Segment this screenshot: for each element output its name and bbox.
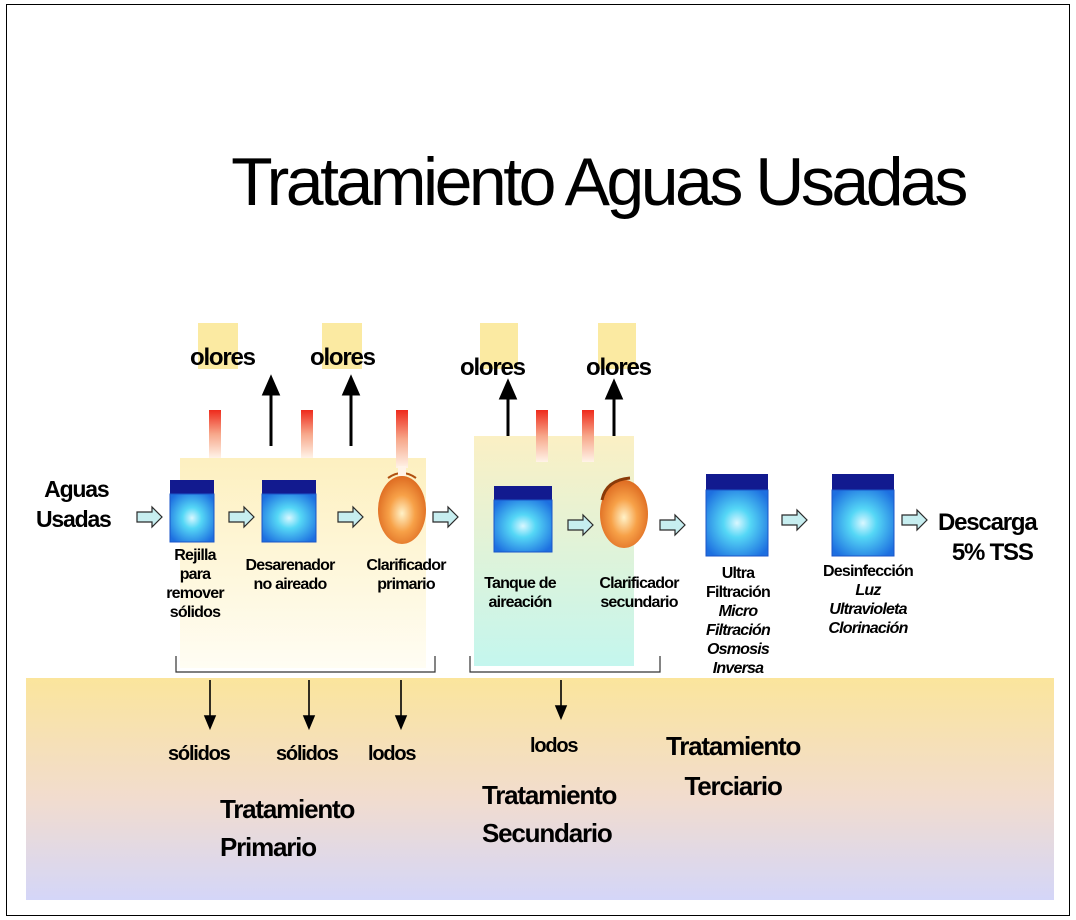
- brackets: [175, 656, 661, 673]
- rejilla-box: [169, 480, 215, 543]
- output-solidos-1: sólidos: [168, 743, 231, 765]
- filtracion-box: [705, 474, 769, 557]
- odor-arrows: [261, 374, 624, 446]
- steam-2: [301, 410, 313, 458]
- slide-frame: [6, 4, 1070, 916]
- tanque-aireacion-label: Tanque de aireación: [484, 575, 556, 611]
- odor-label-1: olores: [190, 344, 256, 371]
- odor-bg-3: [480, 323, 518, 369]
- odor-bg-2: [322, 323, 362, 369]
- stage-secundario: Tratamiento Secundario: [482, 780, 617, 848]
- clarificador-secundario-shape: [600, 476, 648, 548]
- output-lodos-2: lodos: [530, 735, 579, 757]
- output-arrows: [203, 680, 568, 731]
- tanque-box: [493, 486, 553, 553]
- steam-3: [396, 410, 408, 468]
- odor-bg-1: [198, 323, 238, 369]
- stage-terciario: Tratamiento Terciario: [666, 731, 801, 801]
- outlet-label: Descarga 5% TSS: [938, 509, 1038, 566]
- flow-arrows: [136, 505, 928, 537]
- clarificador-primario-shape: [378, 466, 426, 544]
- stage-band: [26, 678, 1054, 900]
- filtracion-label: Ultra Filtración Micro Filtración Osmosi…: [705, 565, 771, 677]
- desarenador-box: [261, 480, 317, 543]
- desinfeccion-label: Desinfección Luz Ultravioleta Clorinació…: [823, 563, 914, 637]
- steam-4: [536, 410, 548, 462]
- odor-label-2: olores: [310, 344, 376, 371]
- inlet-label: Aguas Usadas: [36, 476, 112, 532]
- desinfeccion-box: [831, 474, 895, 557]
- odor-bg-4: [598, 323, 636, 369]
- steam-1: [209, 410, 221, 458]
- page-title: Tratamiento Aguas Usadas: [231, 144, 968, 220]
- output-solidos-2: sólidos: [276, 743, 339, 765]
- stage-primario: Tratamiento Primario: [220, 794, 355, 862]
- odor-label-3: olores: [460, 354, 526, 381]
- output-lodos-1: lodos: [368, 743, 417, 765]
- clarificador-secundario-label: Clarificador secundario: [599, 575, 679, 611]
- steam-5: [582, 410, 594, 462]
- desarenador-label: Desarenador no aireado: [245, 557, 335, 593]
- rejilla-label: Rejilla para remover sólidos: [166, 547, 224, 621]
- clarificador-primario-label: Clarificador primario: [366, 557, 446, 593]
- odor-label-4: olores: [586, 354, 652, 381]
